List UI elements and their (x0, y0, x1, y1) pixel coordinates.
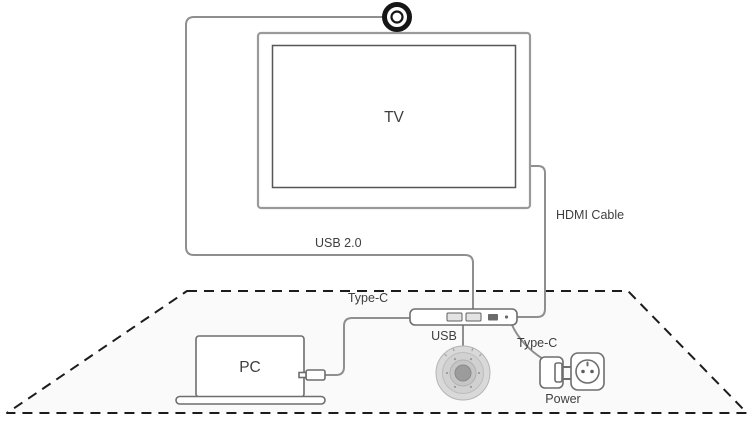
hdmi-cable (516, 165, 546, 318)
speaker-tick (444, 353, 448, 357)
desk-outline (6, 290, 748, 414)
usb-port-icon (465, 312, 482, 322)
power-cable (511, 324, 544, 360)
typec-left-label: Type-C (348, 291, 388, 305)
speaker-dot (469, 358, 473, 361)
power-label: Power (545, 392, 580, 406)
usb2-cable-label: USB 2.0 (315, 236, 362, 250)
hdmi-port-icon (488, 314, 498, 321)
speaker-tick (478, 353, 482, 357)
pc-label: PC (239, 359, 261, 376)
webcam-lens (390, 10, 404, 24)
speaker-dot (453, 385, 457, 388)
outlet-socket (575, 359, 600, 384)
webcam-icon (382, 2, 412, 32)
tv-screen (271, 44, 517, 189)
typec-right-label: Type-C (517, 336, 557, 350)
hub-led-icon (504, 315, 509, 319)
speaker-dot (469, 385, 473, 388)
hdmi-cable-label: HDMI Cable (556, 208, 624, 222)
speaker-dot (445, 371, 449, 375)
speaker-tick (471, 348, 474, 352)
usb-hub-body (409, 308, 518, 326)
outlet-hole (581, 369, 585, 374)
usb-cable-label: USB (431, 329, 457, 343)
speakerphone-center (454, 364, 472, 382)
speaker-dot (453, 358, 457, 361)
speaker-dot (477, 371, 481, 375)
power-adapter-icon (539, 356, 571, 389)
power-outlet-icon (570, 352, 605, 391)
pc-cable (324, 317, 411, 376)
usb2-cable (185, 16, 474, 310)
usb-hub (409, 308, 518, 326)
adapter-inner (554, 362, 563, 383)
tv-label: TV (384, 109, 404, 126)
usb-connector-icon (305, 369, 326, 381)
laptop-base (175, 395, 326, 405)
usb-port-icon (446, 312, 463, 322)
speakerphone-icon (435, 345, 491, 401)
laptop: PC (175, 335, 326, 405)
tv: TV (256, 31, 532, 210)
outlet-hole (590, 369, 594, 374)
usb-connector-tip (298, 371, 307, 379)
speaker-tick (452, 348, 455, 352)
